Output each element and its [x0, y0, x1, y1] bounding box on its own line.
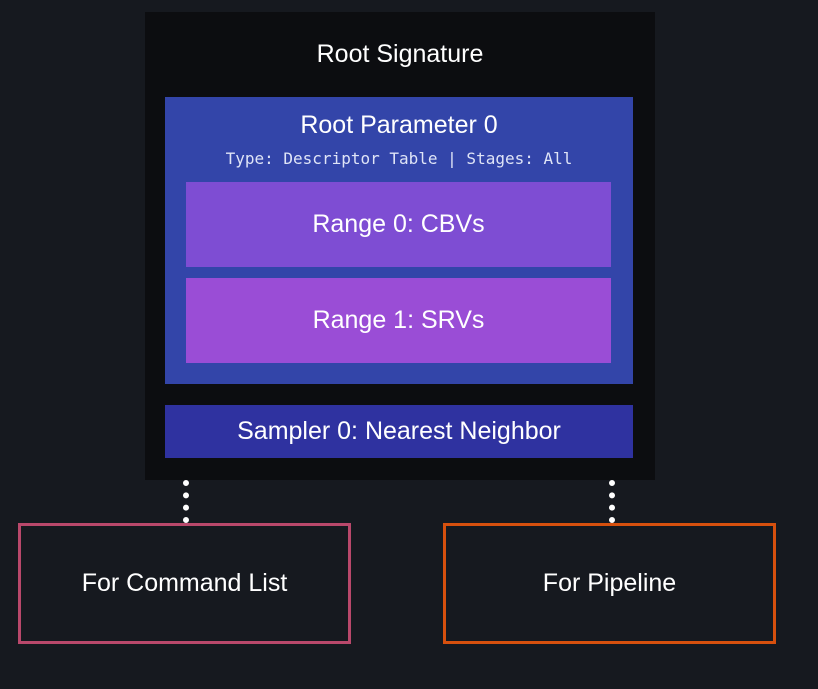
range-cbvs-label: Range 0: CBVs — [312, 210, 485, 238]
root-parameter-title: Root Parameter 0 — [300, 111, 498, 139]
root-parameter-subtitle: Type: Descriptor Table | Stages: All — [225, 149, 573, 168]
command-list-label: For Command List — [81, 569, 288, 597]
command-list-box: For Command List — [18, 523, 351, 644]
root-signature-box: Root Signature Root Parameter 0 Type: De… — [145, 12, 655, 480]
connector-pipeline — [609, 480, 615, 523]
pipeline-label: For Pipeline — [542, 569, 677, 597]
pipeline-box: For Pipeline — [443, 523, 776, 644]
connector-command-list — [183, 480, 189, 523]
sampler-box: Sampler 0: Nearest Neighbor — [165, 405, 633, 458]
root-parameter-box: Root Parameter 0 Type: Descriptor Table … — [165, 97, 633, 384]
range-srvs-label: Range 1: SRVs — [312, 306, 485, 334]
sampler-label: Sampler 0: Nearest Neighbor — [237, 417, 561, 445]
root-signature-title: Root Signature — [316, 40, 484, 68]
range-srvs-box: Range 1: SRVs — [186, 278, 611, 363]
range-cbvs-box: Range 0: CBVs — [186, 182, 611, 267]
